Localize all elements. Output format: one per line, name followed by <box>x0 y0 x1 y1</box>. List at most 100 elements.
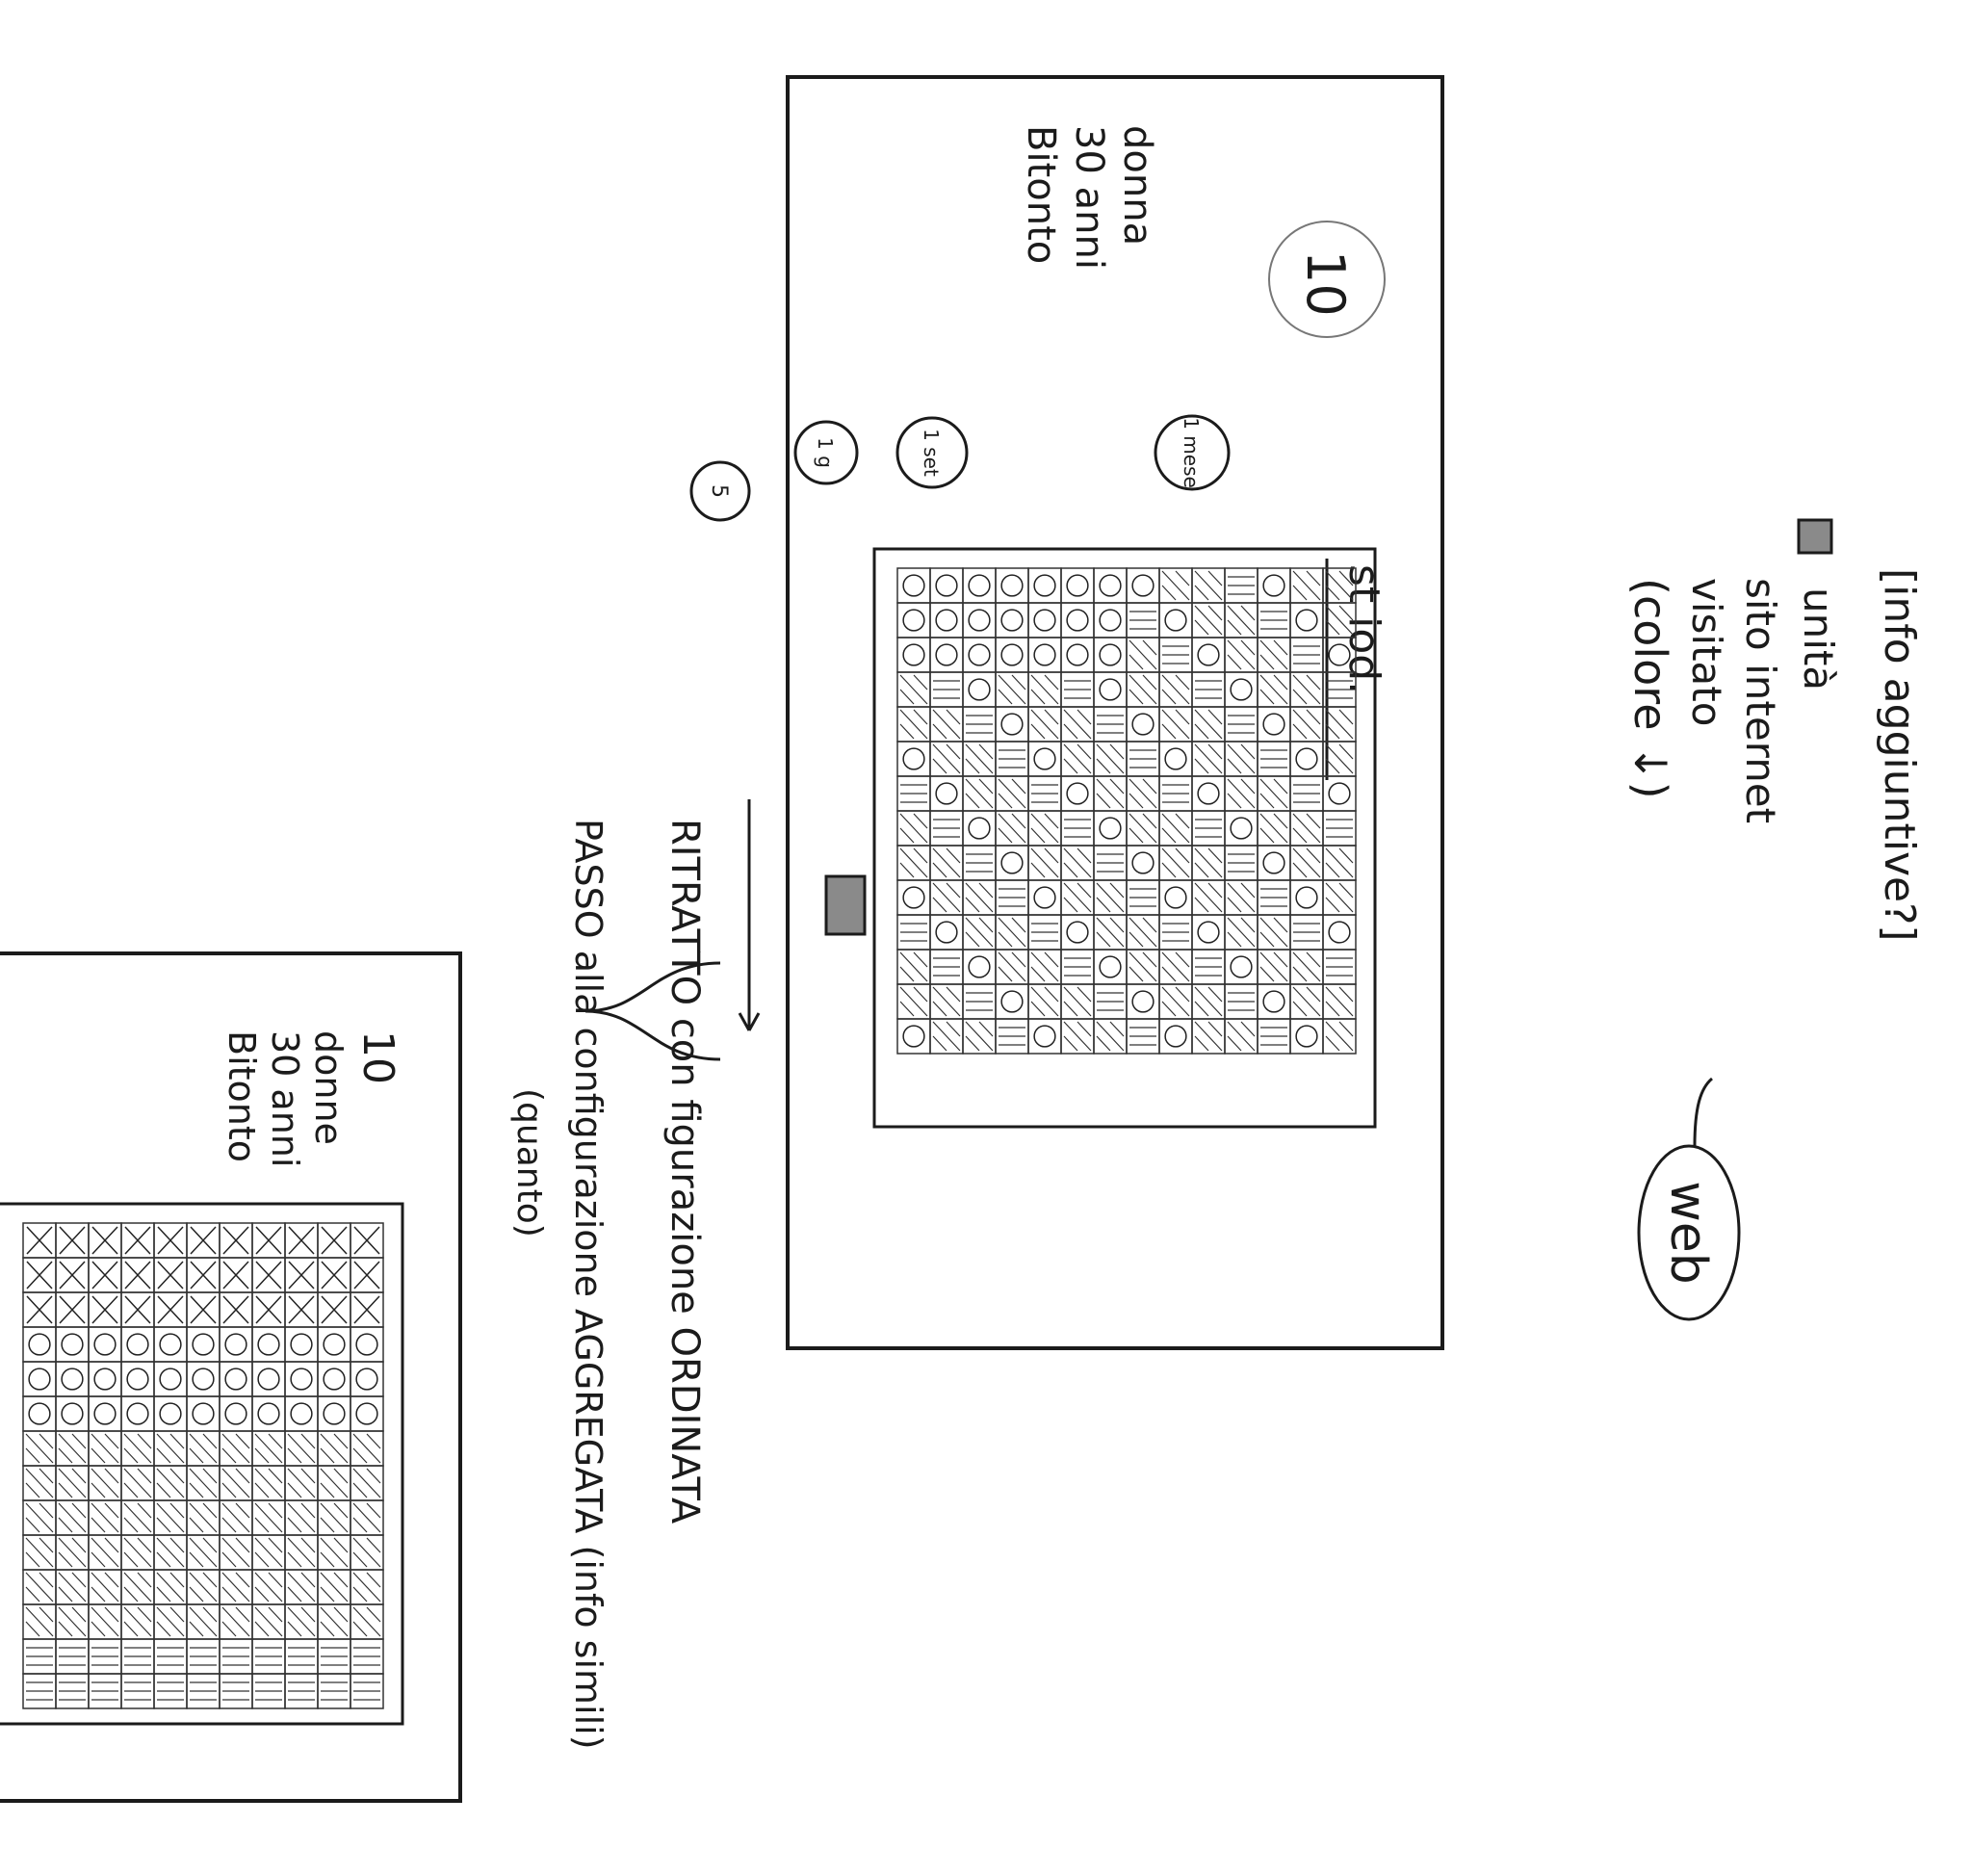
grid-mark-lines-icon <box>1228 716 1255 733</box>
grid-mark-hatch-icon <box>353 1434 380 1463</box>
grid-cell-icon <box>1323 776 1356 811</box>
grid-mark-o-icon <box>1165 1026 1186 1047</box>
grid-mark-hatch-icon <box>1031 710 1058 739</box>
grid-mark-lines-icon <box>1293 924 1320 941</box>
grid-mark-hatch-icon <box>1326 883 1353 912</box>
grid-mark-hatch-icon <box>1129 640 1156 669</box>
grid-mark-hatch-icon <box>933 710 960 739</box>
grid-mark-hatch-icon <box>91 1538 118 1567</box>
grid-mark-hatch-icon <box>1260 952 1287 981</box>
grid-mark-lines-icon <box>1326 820 1353 837</box>
grid-cell-icon <box>897 603 930 638</box>
grid-mark-lines-icon <box>255 1648 282 1665</box>
grid-mark-o-icon <box>1001 714 1023 735</box>
grid-mark-hatch-icon <box>1129 675 1156 704</box>
grid-mark-x-icon <box>256 1227 281 1254</box>
legend-square-icon <box>1799 520 1831 553</box>
grid-mark-o-icon <box>1100 818 1121 839</box>
grid-mark-x-icon <box>60 1262 85 1289</box>
grid-mark-lines-icon <box>190 1682 217 1700</box>
grid-mark-hatch-icon <box>91 1607 118 1636</box>
grid-mark-hatch-icon <box>59 1573 86 1602</box>
grid-mark-hatch-icon <box>1162 848 1189 877</box>
grid-mark-x-icon <box>256 1296 281 1323</box>
grid-mark-lines-icon <box>999 750 1025 768</box>
grid-mark-x-icon <box>223 1296 248 1323</box>
grid-cell-icon <box>897 568 930 603</box>
grid-cell-icon <box>930 915 963 950</box>
grid-cell-icon <box>350 1396 383 1431</box>
grid-cell-icon <box>1192 776 1225 811</box>
grid-mark-o-icon <box>903 610 924 631</box>
grid-mark-o-icon <box>324 1334 345 1355</box>
grid-mark-hatch-icon <box>91 1503 118 1532</box>
grid-mark-o-icon <box>903 748 924 769</box>
panel-main: 10 donna 30 anni Bitonto 1 mese 1 set 1 … <box>585 77 1442 1348</box>
grid-mark-o-icon <box>1100 679 1121 700</box>
grid-mark-o-icon <box>160 1368 181 1390</box>
portrait-label: RITRATTO con figurazione ORDINATA <box>662 819 707 1524</box>
st-iod-text: st iod. <box>1339 564 1388 694</box>
grid-mark-o-icon <box>225 1334 246 1355</box>
grid-cell-icon <box>996 638 1028 672</box>
grid-cell-icon <box>1127 984 1159 1019</box>
grid-mark-lines-icon <box>1162 646 1189 664</box>
grid-mark-o-icon <box>291 1368 312 1390</box>
grid-mark-hatch-icon <box>1031 675 1058 704</box>
grid-mark-x-icon <box>27 1227 52 1254</box>
grid-cell-icon <box>1028 742 1061 776</box>
grid-cell-icon <box>963 568 996 603</box>
grid-cell-icon <box>996 707 1028 742</box>
small-profile-line2: 30 anni <box>264 1030 306 1167</box>
grid-mark-lines-icon <box>124 1682 151 1700</box>
grid-mark-x-icon <box>27 1262 52 1289</box>
grid-cell-icon <box>285 1396 318 1431</box>
grid-mark-hatch-icon <box>966 779 993 808</box>
grid-mark-hatch-icon <box>1195 848 1222 877</box>
profile-line3: Bitonto <box>1019 125 1063 264</box>
grid-mark-hatch-icon <box>255 1469 282 1498</box>
grid-mark-o-icon <box>193 1368 214 1390</box>
grid-mark-o-icon <box>1165 610 1186 631</box>
grid-mark-o-icon <box>29 1403 50 1424</box>
grid-mark-o-icon <box>291 1403 312 1424</box>
grid-mark-hatch-icon <box>288 1469 315 1498</box>
grid-mark-hatch-icon <box>321 1573 348 1602</box>
grid-mark-o-icon <box>1034 575 1055 596</box>
grid-mark-hatch-icon <box>1260 779 1287 808</box>
grid-mark-hatch-icon <box>353 1538 380 1567</box>
grid-mark-lines-icon <box>288 1648 315 1665</box>
grid-mark-o-icon <box>936 575 957 596</box>
grid-cell-icon <box>963 638 996 672</box>
grid-cell-icon <box>285 1362 318 1396</box>
grid-mark-hatch-icon <box>288 1503 315 1532</box>
grid-mark-hatch-icon <box>26 1573 53 1602</box>
grid-mark-o-icon <box>1231 679 1252 700</box>
grid-mark-o-icon <box>94 1403 116 1424</box>
grid-cell-icon <box>1258 568 1290 603</box>
grid-mark-x-icon <box>322 1227 347 1254</box>
grid-cell-icon <box>1127 568 1159 603</box>
grid-mark-hatch-icon <box>157 1538 184 1567</box>
grid-cell-icon <box>187 1396 220 1431</box>
grid-mark-x-icon <box>354 1262 379 1289</box>
grid-cell-icon <box>318 1362 350 1396</box>
grid-mark-x-icon <box>223 1262 248 1289</box>
grid-cell-icon <box>1028 603 1061 638</box>
grid-mark-hatch-icon <box>1129 814 1156 843</box>
grid-mark-hatch-icon <box>1228 640 1255 669</box>
grid-mark-x-icon <box>191 1227 216 1254</box>
grid-mark-o-icon <box>1263 991 1284 1012</box>
grid-mark-o-icon <box>193 1334 214 1355</box>
grid-mark-lines-icon <box>91 1682 118 1700</box>
grid-cell-icon <box>1258 707 1290 742</box>
badge-week: 1 set <box>920 429 943 477</box>
grid-mark-hatch-icon <box>1031 848 1058 877</box>
grid-mark-lines-icon <box>1064 958 1091 976</box>
small-profile: 10 donne 30 anni Bitonto <box>221 1030 402 1167</box>
grid-mark-hatch-icon <box>255 1503 282 1532</box>
grid-cell-icon <box>1061 638 1094 672</box>
grid-mark-lines-icon <box>190 1648 217 1665</box>
grid-cell-icon <box>963 603 996 638</box>
grid-mark-hatch-icon <box>157 1607 184 1636</box>
